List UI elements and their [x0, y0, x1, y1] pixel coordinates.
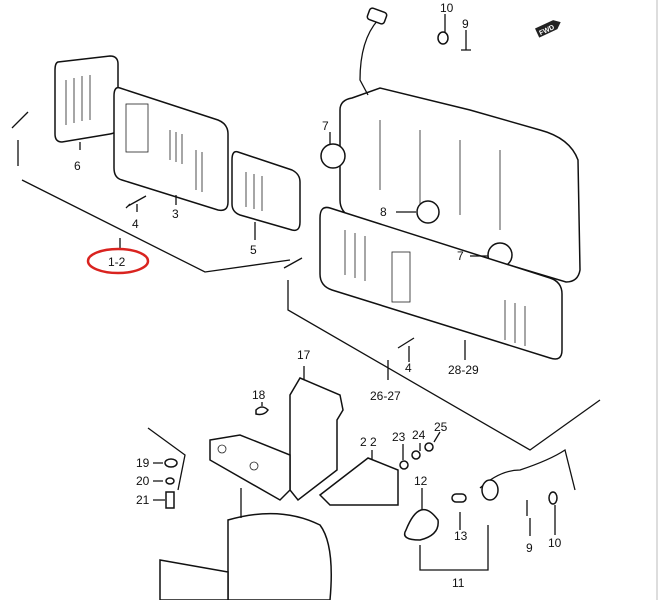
- screw-left-lower: [283, 257, 303, 269]
- callout-17: 17: [297, 348, 311, 362]
- highlight-circle: [86, 247, 150, 275]
- fwd-arrow-badge: FWD: [535, 20, 561, 38]
- callout-24: 24: [412, 428, 426, 442]
- callout-1-2: 1-2: [108, 255, 126, 269]
- callout-3: 3: [172, 207, 179, 221]
- nut-20: [165, 477, 175, 485]
- callout-4-left: 4: [132, 217, 139, 231]
- socket: [481, 479, 499, 501]
- washer-19: [164, 458, 178, 468]
- callout-10-bottom: 10: [548, 536, 562, 550]
- screw-left: [11, 111, 29, 129]
- assembly-line-19-21: [147, 427, 186, 491]
- grommet-10-bottom: [548, 491, 558, 505]
- bracket-22: [318, 457, 399, 506]
- socket-wire: [479, 448, 576, 491]
- lamp-lens-12: [403, 508, 439, 541]
- callout-19: 19: [136, 456, 150, 470]
- callout-11: 11: [452, 576, 465, 590]
- callout-9-bottom: 9: [526, 541, 533, 555]
- callout-21: 21: [136, 493, 150, 507]
- callout-13: 13: [454, 529, 468, 543]
- callout-20: 20: [136, 474, 150, 488]
- callout-5: 5: [250, 243, 257, 257]
- washer-23: [399, 460, 409, 470]
- callout-4-mid: 4: [405, 361, 412, 375]
- callout-7-mid: 7: [457, 249, 464, 263]
- lens-5: [231, 150, 301, 232]
- callout-28-29: 28-29: [448, 363, 479, 377]
- callout-23: 23: [392, 430, 406, 444]
- lower-lamp-lens: [159, 559, 229, 600]
- bulb-8: [416, 200, 440, 224]
- washer-25: [424, 442, 434, 452]
- clip-18: [255, 406, 269, 416]
- screw-4-mid: [397, 337, 415, 349]
- bulb-13: [451, 493, 467, 503]
- lens-28-29: [319, 206, 563, 360]
- assembly-line-11: [419, 525, 489, 571]
- screw-9-top: [461, 36, 471, 51]
- rear-housing: [339, 7, 581, 283]
- leader-lines: [79, 14, 556, 536]
- grommet-10-top: [437, 31, 449, 45]
- callout-10-top: 10: [440, 1, 454, 15]
- nut-24: [411, 450, 421, 460]
- callout-6: 6: [74, 159, 81, 173]
- lens-6: [54, 55, 119, 143]
- housing-3: [113, 86, 229, 212]
- callout-26-27: 26-27: [370, 389, 401, 403]
- bracket-17: [209, 377, 344, 502]
- callout-25: 25: [434, 420, 448, 434]
- callout-7-top: 7: [322, 119, 329, 133]
- callout-22: 2 2: [360, 435, 377, 449]
- callout-8: 8: [380, 205, 387, 219]
- assembly-line-1-2: [17, 140, 291, 273]
- bulb-7-top: [320, 143, 346, 169]
- lower-lamp-assembly: [227, 512, 332, 600]
- callout-18: 18: [252, 388, 266, 402]
- assembly-line-26-27: [287, 280, 601, 451]
- screw-4-left: [125, 195, 147, 209]
- callout-9-top: 9: [462, 17, 469, 31]
- bolt-21: [165, 491, 175, 509]
- callout-12: 12: [414, 474, 428, 488]
